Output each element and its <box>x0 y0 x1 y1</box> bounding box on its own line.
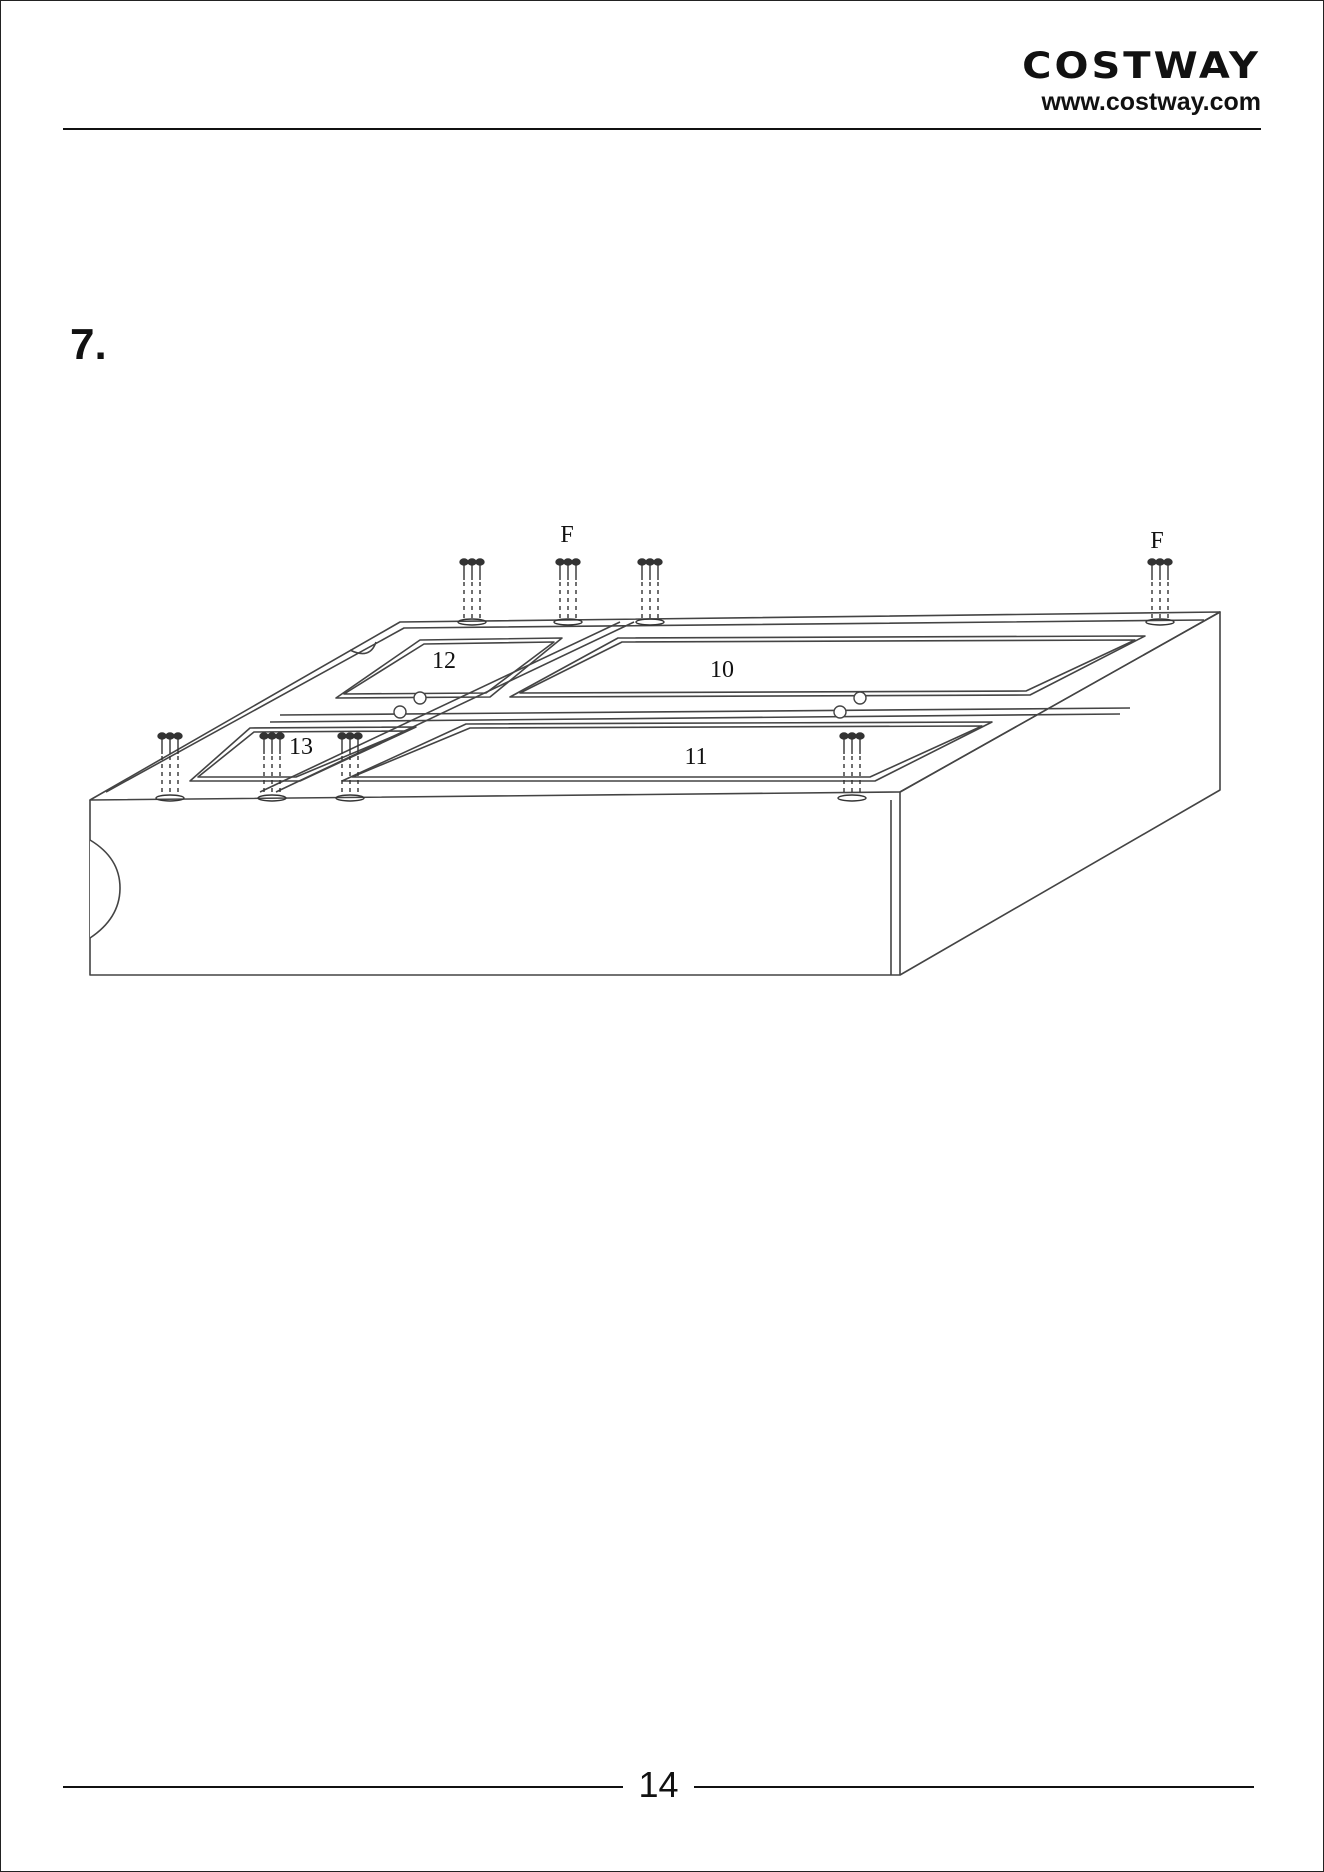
front-handle-cutout <box>90 840 120 938</box>
part-label-12: 12 <box>432 648 456 674</box>
screw-icon <box>636 559 664 625</box>
brand-url: www.costway.com <box>1022 88 1261 116</box>
knob-icon <box>854 692 866 704</box>
part-label-13: 13 <box>289 734 313 760</box>
part-label-10: 10 <box>710 657 734 683</box>
panel-11 <box>342 722 992 781</box>
hardware-label-f: F <box>560 522 573 548</box>
knob-icon <box>834 706 846 718</box>
cabinet-side <box>900 612 1220 975</box>
screw-icon <box>1146 559 1174 625</box>
footer-rule <box>694 1786 1254 1788</box>
footer-rule <box>63 1786 623 1788</box>
screw-icon <box>554 559 582 625</box>
panel-10 <box>510 636 1145 697</box>
cabinet-front <box>90 792 900 975</box>
brand-block: COSTWAY www.costway.com <box>1022 46 1261 116</box>
screw-icon <box>458 559 486 625</box>
page-number: 14 <box>623 1764 694 1806</box>
screw-icon <box>156 733 184 801</box>
part-label-11: 11 <box>684 744 707 770</box>
header-rule <box>63 128 1261 130</box>
knob-icon <box>394 706 406 718</box>
screw-icon <box>336 733 364 801</box>
hardware-label-f: F <box>1150 528 1163 554</box>
step-number: 7. <box>70 320 107 370</box>
cabinet-drawing <box>90 612 1220 975</box>
brand-logo: COSTWAY <box>1022 46 1261 86</box>
assembly-diagram: F F 12 10 13 11 <box>80 510 1230 1010</box>
screw-icon <box>838 733 866 801</box>
knob-icon <box>414 692 426 704</box>
